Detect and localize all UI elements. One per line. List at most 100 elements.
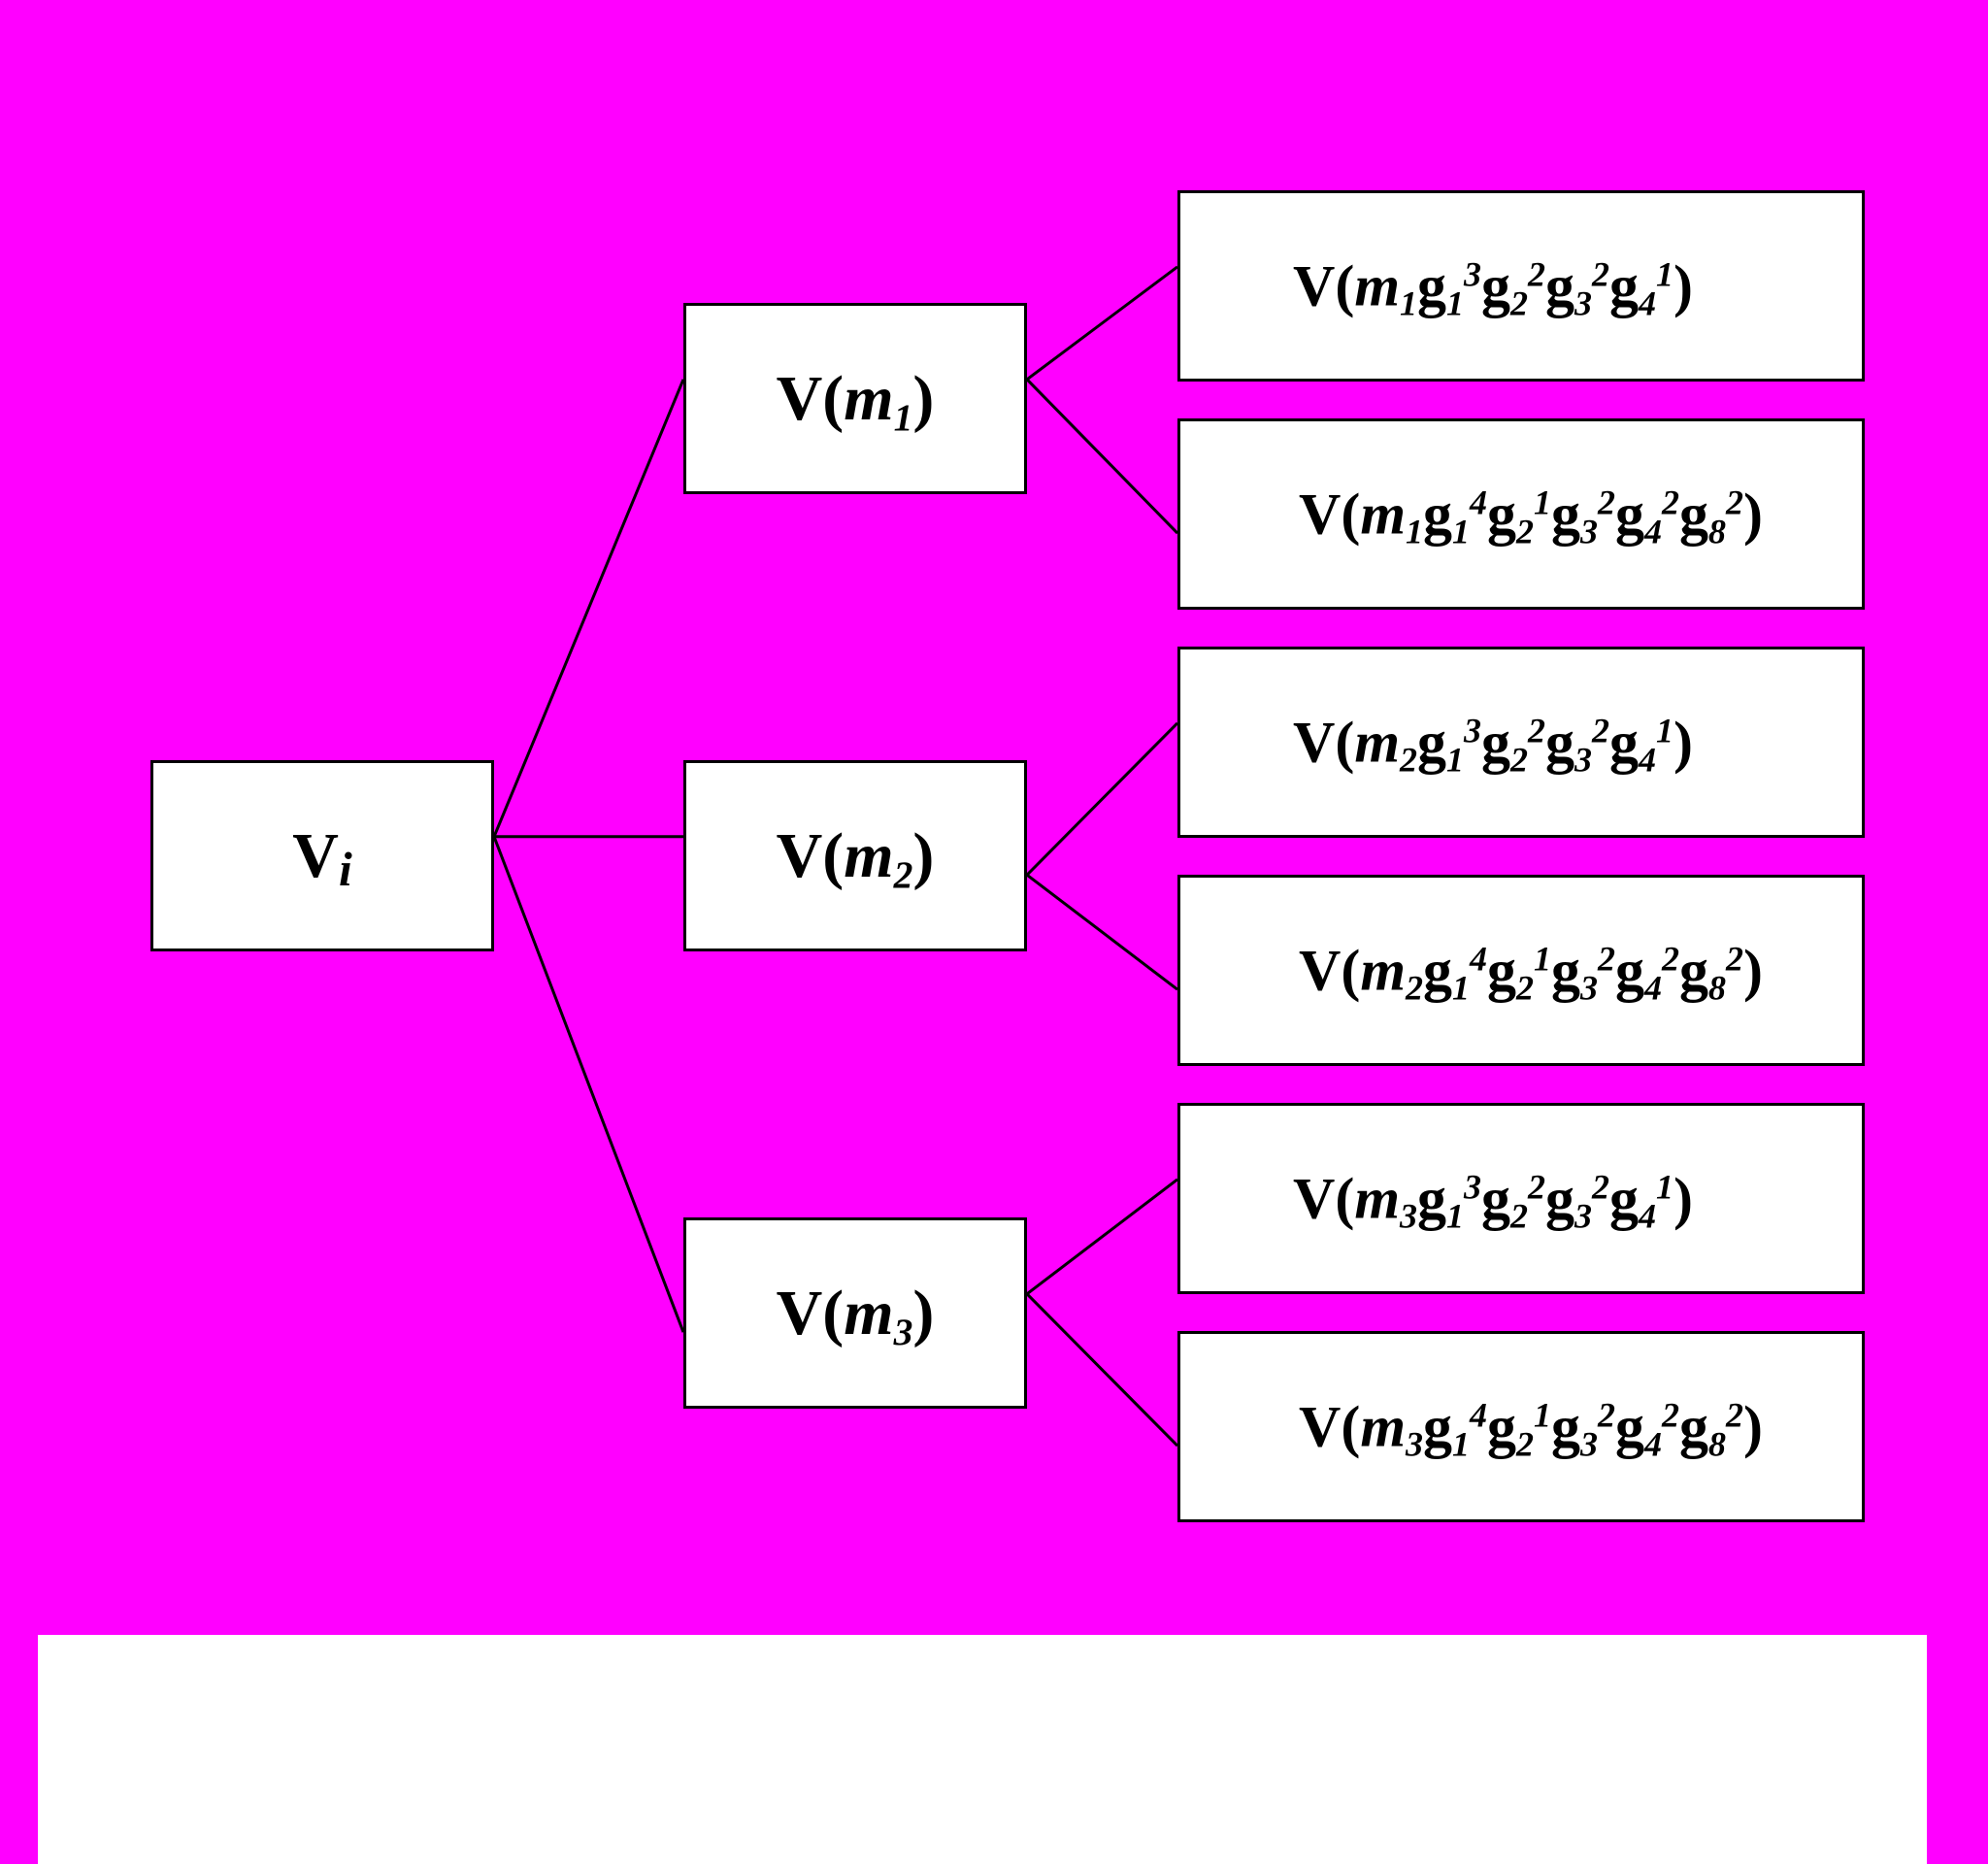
leaf-prefix: V( bbox=[1299, 1394, 1361, 1458]
leaf-term-superscript: 4 bbox=[1469, 1395, 1487, 1435]
leaf-term: g32 bbox=[1545, 1166, 1609, 1233]
leaf-term-symbol: g bbox=[1486, 1394, 1516, 1458]
leaf-term: g82 bbox=[1678, 1394, 1743, 1461]
edge-m2-to-m2-b bbox=[1026, 874, 1178, 991]
leaf-term-symbol: g bbox=[1480, 1166, 1510, 1230]
leaf-term-symbol: g bbox=[1544, 710, 1574, 774]
leaf-term-symbol: g bbox=[1422, 938, 1452, 1002]
edge-m1-to-m1-a bbox=[1026, 265, 1178, 382]
mid-node-m1: V(m1) bbox=[683, 303, 1027, 494]
leaf-term: g32 bbox=[1551, 1394, 1615, 1461]
leaf-term-superscript: 2 bbox=[1661, 1395, 1679, 1435]
leaf-term-symbol: g bbox=[1608, 253, 1639, 317]
root-node-vi: Vi bbox=[150, 760, 494, 951]
leaf-term-superscript: 2 bbox=[1591, 711, 1609, 750]
leaf-term-superscript: 2 bbox=[1591, 254, 1609, 294]
leaf-term-superscript: 2 bbox=[1527, 711, 1545, 750]
leaf-head-subscript: 1 bbox=[1399, 283, 1417, 323]
leaf-term-symbol: g bbox=[1678, 1394, 1708, 1458]
leaf-term-symbol: g bbox=[1486, 482, 1516, 546]
leaf-suffix: ) bbox=[1673, 253, 1693, 317]
leaf-term-subscript: 2 bbox=[1515, 968, 1534, 1008]
leaf-node-m2-a: V(m2g13g22g32g41) bbox=[1177, 647, 1865, 838]
m2-suffix: ) bbox=[912, 819, 935, 891]
edge-m1-to-m1-b bbox=[1025, 378, 1179, 535]
m1-var: m bbox=[844, 362, 894, 434]
leaf-term: g13 bbox=[1416, 1166, 1481, 1233]
leaf-term-symbol: g bbox=[1416, 1166, 1446, 1230]
leaf-head-subscript: 3 bbox=[1399, 1196, 1417, 1236]
leaf-node-m1-a: V(m1g13g22g32g41) bbox=[1177, 190, 1865, 382]
leaf-term-superscript: 2 bbox=[1597, 483, 1615, 522]
leaf-head-var: m bbox=[1354, 710, 1400, 774]
leaf-term-superscript: 2 bbox=[1661, 939, 1679, 979]
leaf-term: g42 bbox=[1614, 482, 1679, 549]
mid-node-m1-label: V(m1) bbox=[777, 362, 935, 437]
leaf-term: g22 bbox=[1481, 253, 1545, 320]
footer-blank-panel bbox=[38, 1635, 1927, 1864]
leaf-term-subscript: 4 bbox=[1643, 968, 1662, 1008]
leaf-term-superscript: 2 bbox=[1597, 939, 1615, 979]
leaf-term-subscript: 3 bbox=[1574, 283, 1592, 323]
leaf-term-subscript: 8 bbox=[1707, 512, 1726, 551]
leaf-node-m1-b: V(m1g14g21g32g42g82) bbox=[1177, 418, 1865, 610]
m2-var: m bbox=[844, 819, 894, 891]
leaf-label: V(m1g14g21g32g42g82) bbox=[1299, 481, 1763, 551]
leaf-prefix: V( bbox=[1293, 253, 1355, 317]
leaf-term-subscript: 8 bbox=[1707, 1424, 1726, 1464]
leaf-term-symbol: g bbox=[1678, 938, 1708, 1002]
leaf-term-symbol: g bbox=[1678, 482, 1708, 546]
m3-subscript: 3 bbox=[893, 1310, 913, 1353]
leaf-head-subscript: 2 bbox=[1405, 968, 1423, 1008]
mid-node-m2-label: V(m2) bbox=[777, 819, 935, 896]
leaf-term-symbol: g bbox=[1422, 482, 1452, 546]
leaf-label: V(m3g13g22g32g41) bbox=[1293, 1165, 1693, 1236]
leaf-suffix: ) bbox=[1742, 1394, 1763, 1458]
leaf-term: g32 bbox=[1551, 938, 1615, 1005]
leaf-head-var: m bbox=[1360, 938, 1406, 1002]
leaf-term: g82 bbox=[1678, 938, 1743, 1005]
leaf-prefix: V( bbox=[1299, 938, 1361, 1002]
leaf-term-subscript: 8 bbox=[1707, 968, 1726, 1008]
leaf-node-m2-b: V(m2g14g21g32g42g82) bbox=[1177, 875, 1865, 1066]
leaf-head-var: m bbox=[1360, 482, 1406, 546]
leaf-term-superscript: 2 bbox=[1725, 483, 1743, 522]
leaf-term-subscript: 3 bbox=[1579, 512, 1598, 551]
leaf-term-symbol: g bbox=[1422, 1394, 1452, 1458]
leaf-term-symbol: g bbox=[1608, 710, 1639, 774]
leaf-term-subscript: 2 bbox=[1515, 512, 1534, 551]
leaf-term: g41 bbox=[1608, 253, 1673, 320]
leaf-term-superscript: 2 bbox=[1597, 1395, 1615, 1435]
leaf-prefix: V( bbox=[1293, 710, 1355, 774]
leaf-term-superscript: 2 bbox=[1725, 1395, 1743, 1435]
leaf-term: g21 bbox=[1487, 938, 1551, 1005]
leaf-term-superscript: 1 bbox=[1533, 483, 1551, 522]
leaf-term: g14 bbox=[1422, 938, 1487, 1005]
leaf-term-superscript: 3 bbox=[1463, 711, 1481, 750]
leaf-term: g22 bbox=[1480, 1166, 1545, 1233]
leaf-prefix: V( bbox=[1299, 482, 1361, 546]
leaf-term: g14 bbox=[1422, 1394, 1487, 1461]
root-prefix: V bbox=[292, 819, 339, 891]
leaf-term-superscript: 1 bbox=[1533, 939, 1551, 979]
mid-node-m2: V(m2) bbox=[683, 760, 1027, 951]
leaf-term-symbol: g bbox=[1614, 482, 1644, 546]
leaf-suffix: ) bbox=[1673, 1166, 1693, 1230]
leaf-term-subscript: 2 bbox=[1509, 283, 1528, 323]
leaf-term-subscript: 1 bbox=[1445, 283, 1464, 323]
edge-root-to-m3 bbox=[492, 836, 685, 1333]
leaf-label: V(m2g14g21g32g42g82) bbox=[1299, 937, 1763, 1008]
leaf-term-superscript: 1 bbox=[1655, 254, 1673, 294]
leaf-term: g42 bbox=[1615, 1394, 1679, 1461]
edge-m3-to-m3-a bbox=[1026, 1178, 1178, 1295]
leaf-term-subscript: 3 bbox=[1574, 740, 1592, 780]
m3-var: m bbox=[844, 1277, 894, 1348]
leaf-term-subscript: 3 bbox=[1574, 1196, 1592, 1236]
leaf-suffix: ) bbox=[1742, 938, 1763, 1002]
m1-suffix: ) bbox=[912, 362, 935, 434]
leaf-term: g21 bbox=[1486, 1394, 1551, 1461]
m2-subscript: 2 bbox=[893, 852, 913, 896]
leaf-term-superscript: 3 bbox=[1463, 1167, 1481, 1207]
leaf-term-superscript: 2 bbox=[1725, 939, 1743, 979]
leaf-term-subscript: 2 bbox=[1509, 740, 1528, 780]
